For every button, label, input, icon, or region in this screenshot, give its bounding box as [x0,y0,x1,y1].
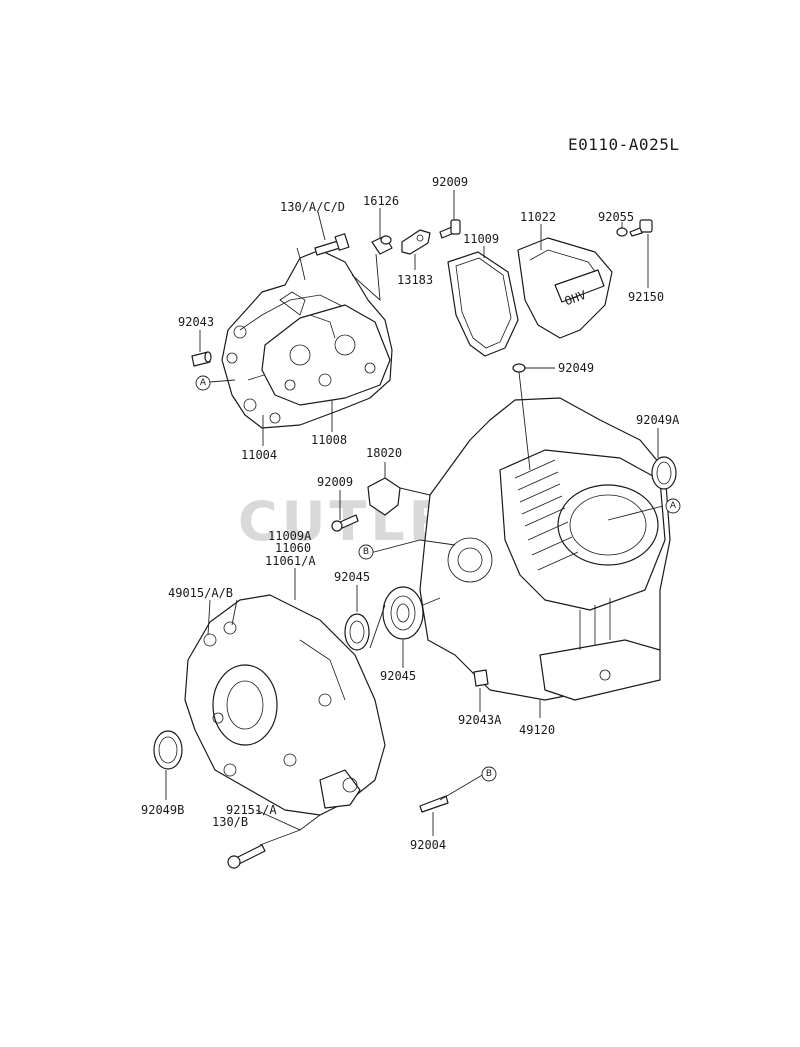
callout-11009: 11009 [463,232,499,246]
callout-92049A: 92049A [636,413,680,427]
callout-11009A: 11009A [268,529,312,543]
dowel-92043 [191,351,212,367]
leader-lines [165,190,664,846]
bolt-92151A [227,844,266,869]
callout-16126: 16126 [363,194,399,208]
gasket-11009 [447,251,519,357]
callout-13183: 13183 [397,273,433,287]
crankcase-cover [184,594,386,816]
bearing-92045-top [344,613,370,651]
ohv-logo-text: OHV [563,288,588,309]
callout-49120: 49120 [519,723,555,737]
callout-49015ab: 49015/A/B [168,586,233,600]
callout-92049: 92049 [558,361,594,375]
reference-code: E0110-A025L [568,135,679,154]
callout-92151a: 92151/A [226,803,277,817]
valve-cover-11022: OHV [517,237,613,339]
marker-a-1: A [195,375,211,391]
callout-130b: 130/B [212,815,248,829]
callout-11022: 11022 [520,210,556,224]
callout-92043A: 92043A [458,713,502,727]
seal-92049 [512,363,526,373]
callout-92045-top: 92045 [334,570,370,584]
bolt-92009-mid [331,514,359,532]
callout-92150: 92150 [628,290,664,304]
marker-a-2: A [665,498,681,514]
svg-text:B: B [486,769,492,779]
marker-b-2: B [481,766,497,782]
bolt-130acd [314,233,350,256]
bolt-92009-top [439,219,461,239]
dowel-92043A [473,669,489,687]
callout-11061A: 11061/A [265,554,316,568]
seal-92049B [153,730,183,770]
callout-92009-mid: 92009 [317,475,353,489]
part-13183 [401,229,431,255]
callout-92055: 92055 [598,210,634,224]
callout-11004: 11004 [241,448,277,462]
callout-92043: 92043 [178,315,214,329]
callout-92049B: 92049B [141,803,184,817]
callout-11008: 11008 [311,433,347,447]
seal-92049A [651,456,677,490]
crankcase-49120 [419,397,671,701]
marker-b-1: B [358,544,374,560]
washer-92055 [616,227,628,237]
bearing-92045-bottom [382,586,424,640]
callout-130acd: 130/A/C/D [280,200,345,214]
bolt-92150 [629,219,653,237]
svg-text:A: A [670,501,677,511]
callout-92004: 92004 [410,838,446,852]
callout-11060: 11060 [275,541,311,555]
stud-92004 [419,795,449,813]
part-16126 [371,235,393,255]
callout-92045-bottom: 92045 [380,669,416,683]
callout-18020: 18020 [366,446,402,460]
svg-text:A: A [200,378,207,388]
head-gasket [261,291,391,406]
callout-92009-top: 92009 [432,175,468,189]
svg-text:B: B [363,547,369,557]
